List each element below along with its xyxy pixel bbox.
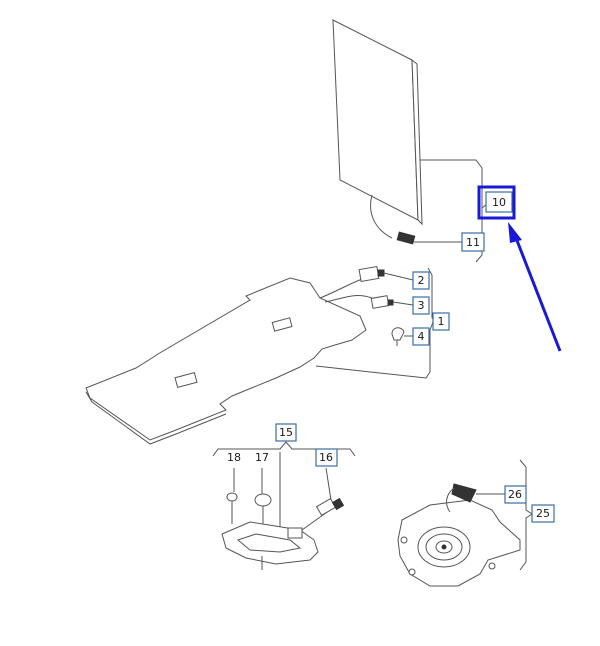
seat-mat-part [85,277,373,445]
callout-10-label: 10 [492,196,506,209]
highlight-box [477,185,516,220]
callout-11-label: 11 [466,236,480,249]
callout-15[interactable]: 15 [275,423,297,442]
callout-16-label: 16 [319,451,333,464]
callout-16[interactable]: 16 [315,448,338,467]
pointer-arrow [508,222,562,352]
callout-4[interactable]: 4 [412,327,430,346]
callout-18: 18 [227,451,241,464]
callout-26-label: 26 [508,488,522,501]
callout-3-label: 3 [418,299,425,312]
connector-parts [358,265,405,346]
callout-2[interactable]: 2 [412,271,430,290]
heater-panel-part [332,19,462,245]
callout-25-label: 25 [536,507,550,520]
callout-2-label: 2 [418,274,425,287]
callout-3[interactable]: 3 [412,296,430,315]
sensor-assembly-part [221,452,345,570]
callout-18-label: 18 [227,451,241,464]
callout-11[interactable]: 11 [461,232,485,252]
callout-17-label: 17 [255,451,269,464]
blower-fan-part [397,483,521,587]
callout-1-label: 1 [438,315,445,328]
callout-4-label: 4 [418,330,425,343]
callout-25[interactable]: 25 [531,504,555,523]
callout-26[interactable]: 26 [504,485,527,504]
callout-17: 17 [255,451,269,464]
callout-10[interactable]: 10 [485,191,513,213]
callout-15-label: 15 [279,426,293,439]
callout-1[interactable]: 1 [432,312,450,331]
